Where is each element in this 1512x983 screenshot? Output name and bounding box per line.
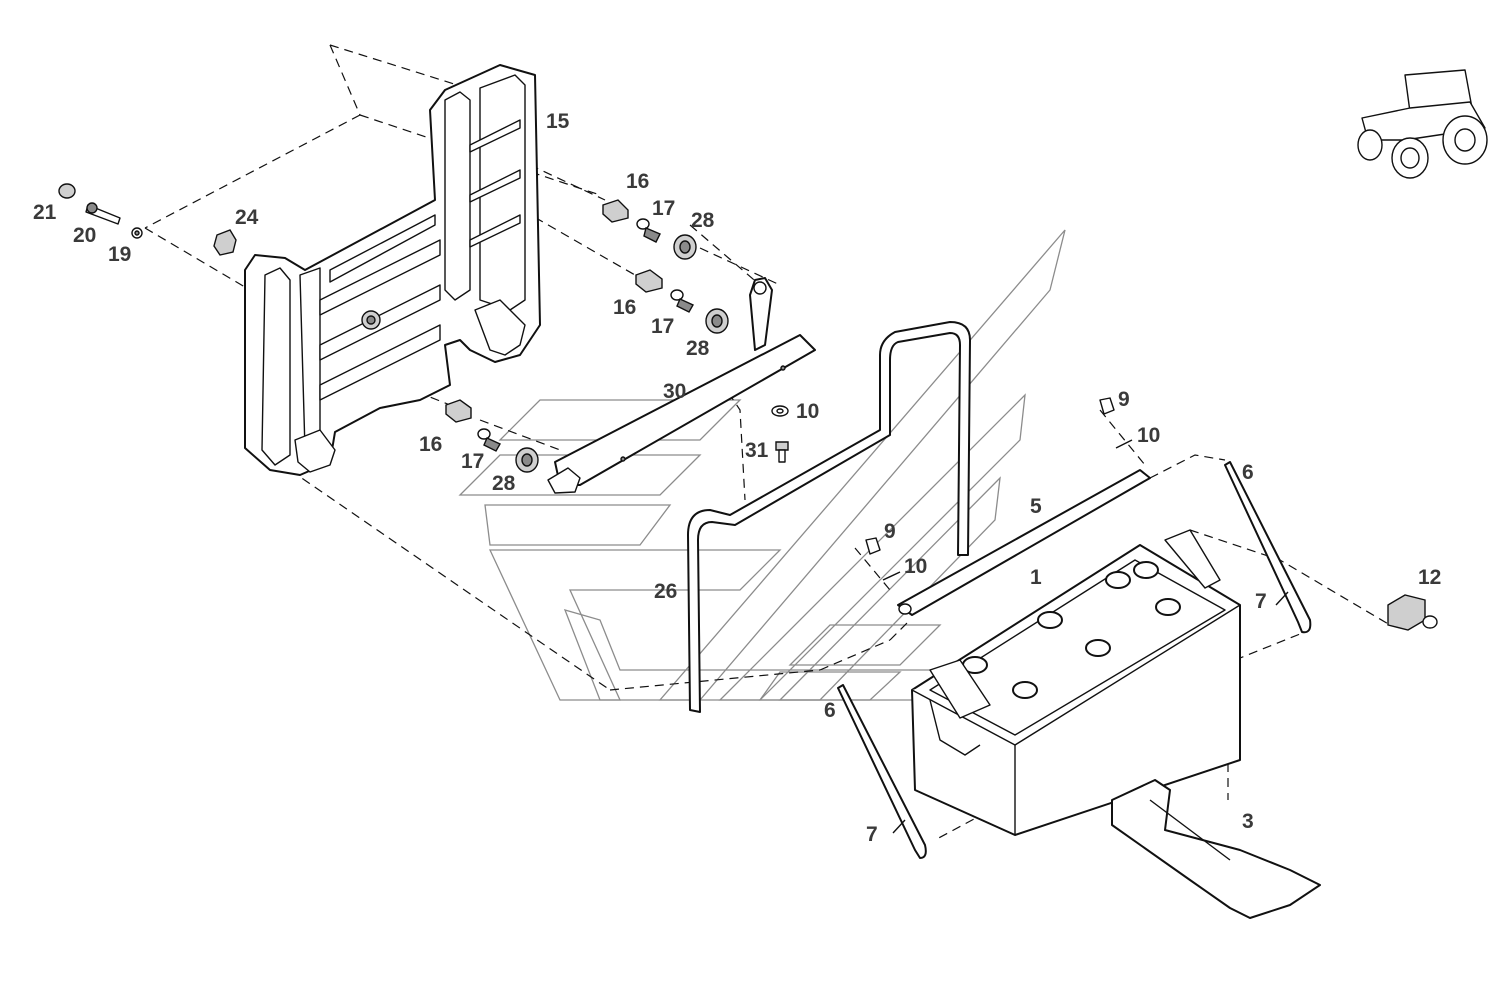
callout-17b: 17	[651, 315, 674, 338]
assembly-lines	[144, 44, 1391, 841]
washer-and-bolt	[771, 405, 789, 463]
connector-part-12	[1387, 594, 1438, 631]
callout-10c: 10	[904, 555, 927, 578]
battery-frame-part-15	[244, 64, 541, 476]
callout-15: 15	[546, 110, 570, 133]
callout-20: 20	[73, 224, 96, 247]
tractor-icon	[1357, 69, 1488, 179]
callout-31: 31	[745, 439, 769, 462]
tie-rods-part-6	[837, 461, 1312, 859]
callout-17a: 17	[652, 197, 675, 220]
callout-3: 3	[1242, 810, 1254, 833]
callout-28a: 28	[691, 209, 715, 232]
base-plate-part-3	[1111, 779, 1321, 919]
callout-7b: 7	[866, 823, 878, 846]
rubber-mounts-28	[515, 234, 729, 473]
callout-16c: 16	[419, 433, 442, 456]
callout-labels: 1 3 5 6 6 7 7 9 9 10 10 10 12 15 16 16 1…	[33, 110, 1441, 846]
bushing-parts-17	[477, 218, 694, 452]
callout-9a: 9	[1118, 388, 1130, 411]
callout-21: 21	[33, 201, 57, 224]
callout-16a: 16	[626, 170, 649, 193]
callout-12: 12	[1418, 566, 1441, 589]
callout-24: 24	[235, 206, 259, 229]
bracket-part-30	[547, 277, 816, 494]
callout-28b: 28	[686, 337, 710, 360]
callout-19: 19	[108, 243, 131, 266]
callout-1: 1	[1030, 566, 1042, 589]
callout-7a: 7	[1255, 590, 1267, 613]
clip-parts-16	[445, 199, 663, 423]
bolt-parts	[58, 183, 237, 256]
hold-down-rod-part-26	[687, 321, 971, 713]
callout-30: 30	[663, 380, 686, 403]
callout-17c: 17	[461, 450, 484, 473]
callout-6a: 6	[1242, 461, 1254, 484]
callout-10a: 10	[796, 400, 819, 423]
callout-6b: 6	[824, 699, 836, 722]
clamp-bar-part-5	[865, 397, 1151, 616]
callout-10b: 10	[1137, 424, 1160, 447]
battery-part-1	[911, 529, 1241, 836]
callout-5: 5	[1030, 495, 1042, 518]
callout-26: 26	[654, 580, 677, 603]
callout-16b: 16	[613, 296, 636, 319]
callout-9b: 9	[884, 520, 896, 543]
callout-28c: 28	[492, 472, 516, 495]
